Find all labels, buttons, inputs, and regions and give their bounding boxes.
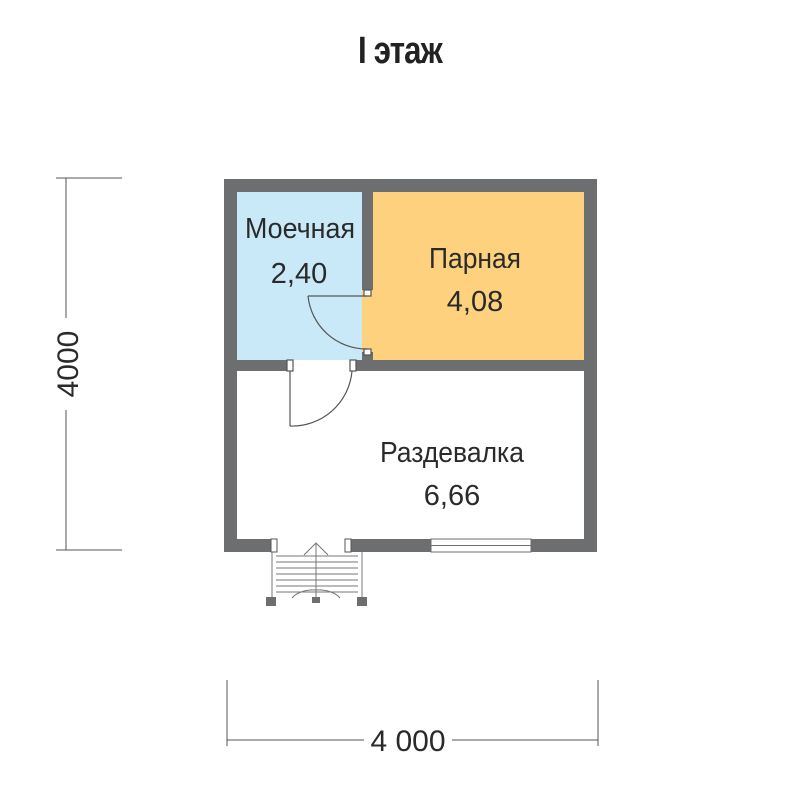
wall-bottom-mid [351,539,431,552]
door-washroom [286,359,357,427]
dressing-room-fill [237,371,584,537]
stair-post-right [357,597,367,606]
partition-horizontal-right [356,360,584,371]
stair-post-left [266,597,276,606]
dressing-room-area: 6,66 [424,480,480,512]
washroom-fill [237,192,362,360]
steam-room-area: 4,08 [447,286,503,318]
washroom-name: Моечная [245,213,355,245]
partition-horizontal-left [237,360,287,371]
partition-vertical-bottom [362,352,373,362]
steam-room-name: Парная [429,243,521,275]
wall-bottom-left [224,539,271,552]
door-steam-room [307,289,372,356]
steam-room-fill [362,192,584,360]
height-dimension [56,177,122,551]
width-dimension [226,680,599,746]
height-label: 4000 [52,331,85,398]
width-label: 4 000 [370,725,445,758]
partition-vertical-top [362,192,373,290]
wall-right [584,179,597,552]
walls [224,179,597,552]
wall-top [224,179,597,192]
wall-bottom-right [531,539,597,552]
dressing-room-name: Раздевалка [380,437,525,469]
window [430,538,532,553]
floor-title: I этаж [358,30,443,72]
entrance-stairs [266,538,367,606]
washroom-area: 2,40 [271,258,327,290]
wall-left [224,179,237,552]
